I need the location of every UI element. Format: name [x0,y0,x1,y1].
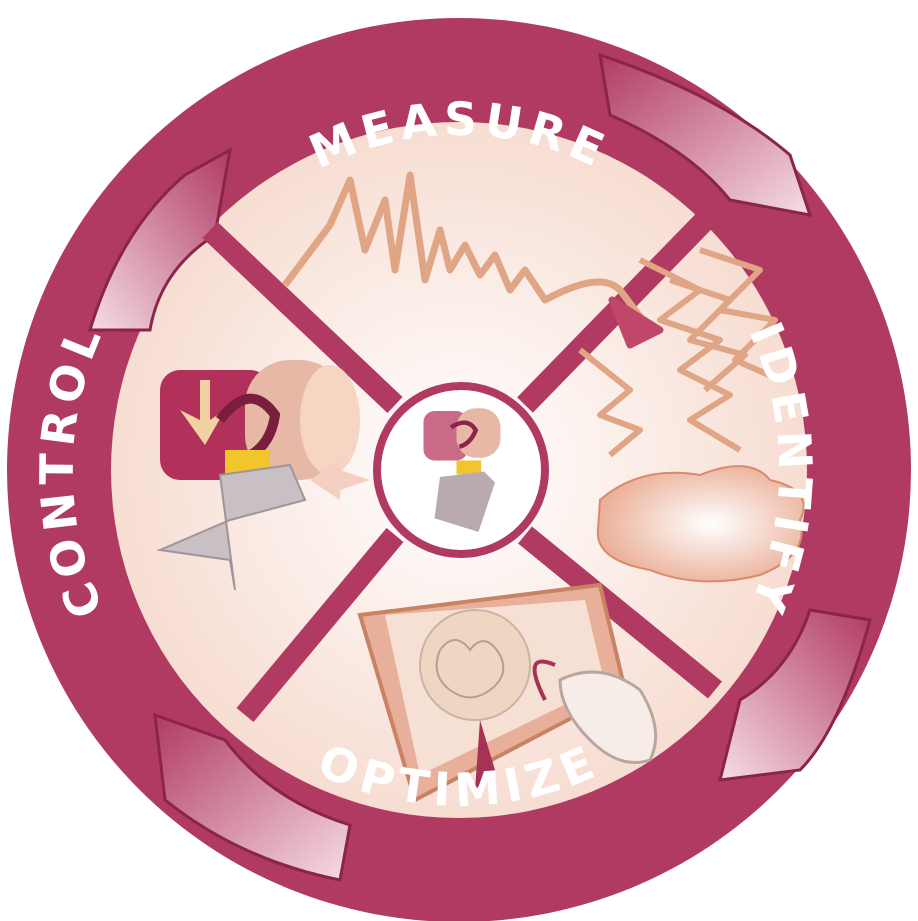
waveform-icon [282,171,664,349]
target-blob-icon [596,465,805,583]
cycle-arrow-bottom-right [718,608,872,782]
cycle-arrow-bottom-left [153,712,352,882]
lathe-tool-icon [156,360,370,591]
monitor-mouse-icon [357,582,658,803]
signal-streaks-icon [578,247,782,458]
cycle-arrow-top-right [598,52,813,217]
center-lathe-icon [423,408,501,532]
cycle-arrow-top-left [87,147,233,332]
